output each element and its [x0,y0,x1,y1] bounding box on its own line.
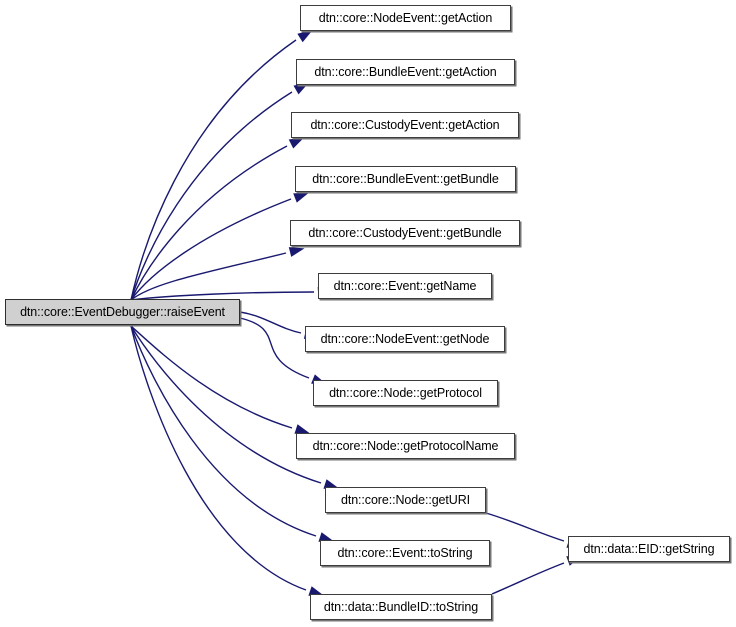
graph-node-label: dtn::core::NodeEvent::getAction [318,10,493,25]
call-edge [130,325,293,429]
edge-arrowhead-icon [293,82,309,95]
graph-node-label: dtn::data::EID::getString [583,541,715,556]
call-edge [239,317,310,379]
edge-arrowhead-icon [294,424,311,434]
call-edge [130,325,317,537]
call-edge [130,325,322,484]
edge-arrowhead-icon [297,30,313,43]
edge-arrowhead-icon [293,192,310,203]
call-edge [239,311,302,334]
graph-node[interactable]: dtn::core::Event::getName [318,273,492,299]
graph-node[interactable]: dtn::core::NodeEvent::getNode [305,326,505,352]
graph-node-label: dtn::data::BundleID::toString [323,599,479,614]
edge-arrowhead-icon [318,532,335,542]
call-edge [130,252,287,301]
edge-arrowhead-icon [288,247,305,257]
graph-node-root[interactable]: dtn::core::EventDebugger::raiseEvent [5,299,240,325]
graph-node[interactable]: dtn::core::BundleEvent::getAction [296,59,515,85]
graph-node-label: dtn::core::Node::getProtocol [329,385,482,400]
graph-node[interactable]: dtn::data::EID::getString [568,536,730,562]
call-edge [485,512,565,542]
call-edge [491,562,565,595]
graph-node-label: dtn::core::EventDebugger::raiseEvent [20,304,225,319]
call-edge [130,325,307,591]
graph-node-label: dtn::core::Node::getURI [340,492,471,507]
call-edge [130,91,293,301]
call-edge [130,291,315,301]
graph-node-label: dtn::core::CustodyEvent::getAction [310,117,500,132]
graph-node-label: dtn::core::Event::getName [333,278,477,293]
graph-node[interactable]: dtn::core::Event::toString [320,540,490,566]
graph-node-label: dtn::core::Node::getProtocolName [312,438,499,453]
graph-node-label: dtn::core::NodeEvent::getNode [320,331,490,346]
graph-node[interactable]: dtn::core::CustodyEvent::getAction [291,112,519,138]
edge-arrowhead-icon [323,479,340,489]
graph-node-label: dtn::core::BundleEvent::getAction [314,64,497,79]
graph-node[interactable]: dtn::core::Node::getProtocolName [296,433,515,459]
graph-node[interactable]: dtn::core::CustodyEvent::getBundle [290,220,520,246]
edge-arrowhead-icon [288,137,305,149]
graph-node-label: dtn::core::BundleEvent::getBundle [312,171,499,186]
edges-group [130,39,565,595]
graph-node[interactable]: dtn::core::Node::getProtocol [313,380,498,406]
graph-node[interactable]: dtn::core::NodeEvent::getAction [300,5,511,31]
call-edge [130,145,288,301]
edge-arrowhead-icon [308,586,325,596]
graph-node-label: dtn::core::Event::toString [337,545,473,560]
graph-node-label: dtn::core::CustodyEvent::getBundle [308,225,502,240]
call-edge [130,39,297,301]
graph-node[interactable]: dtn::core::BundleEvent::getBundle [295,166,516,192]
call-edge [130,198,292,301]
graph-node[interactable]: dtn::data::BundleID::toString [310,594,492,620]
graph-node[interactable]: dtn::core::Node::getURI [325,487,486,513]
